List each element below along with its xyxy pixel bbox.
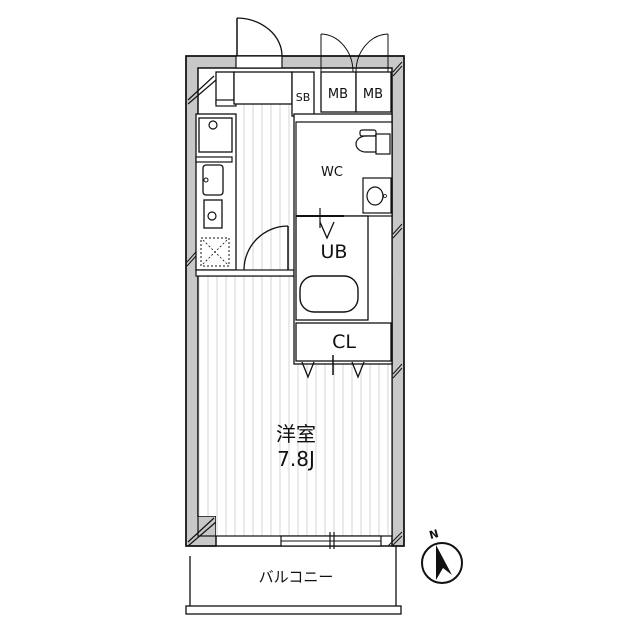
exterior-walls (185, 55, 405, 547)
balcony-window (280, 532, 382, 549)
toilet-room: WC (293, 121, 393, 217)
entrance-step (215, 71, 235, 105)
western-room-label: 洋室 (276, 422, 316, 446)
western-room-size: 7.8J (277, 447, 315, 471)
unit-bath: UB (295, 208, 369, 321)
closet-label: CL (332, 331, 356, 353)
kitchen-floor (236, 102, 294, 270)
balcony: バルコニー (185, 546, 402, 615)
entrance-area (233, 71, 293, 105)
closet: CL (295, 322, 392, 379)
meterbox-2-label: MB (363, 87, 383, 102)
toilet-icon (355, 129, 391, 155)
entrance-door (235, 17, 283, 69)
kitchen-counter (195, 113, 295, 277)
bathtub-icon (299, 275, 359, 313)
toilet-label: WC (321, 165, 343, 180)
compass-label: N (428, 527, 440, 542)
unit-bath-label: UB (321, 241, 348, 263)
sink-icon (202, 164, 224, 196)
meterbox-1-label: MB (328, 87, 348, 102)
meter-boxes: MB MB (320, 33, 392, 113)
shoebox-label: SB (296, 91, 311, 104)
balcony-label: バルコニー (259, 568, 334, 586)
compass-north-icon: N (421, 527, 463, 584)
western-room-floor-lower (216, 500, 392, 536)
room-door (243, 225, 289, 271)
